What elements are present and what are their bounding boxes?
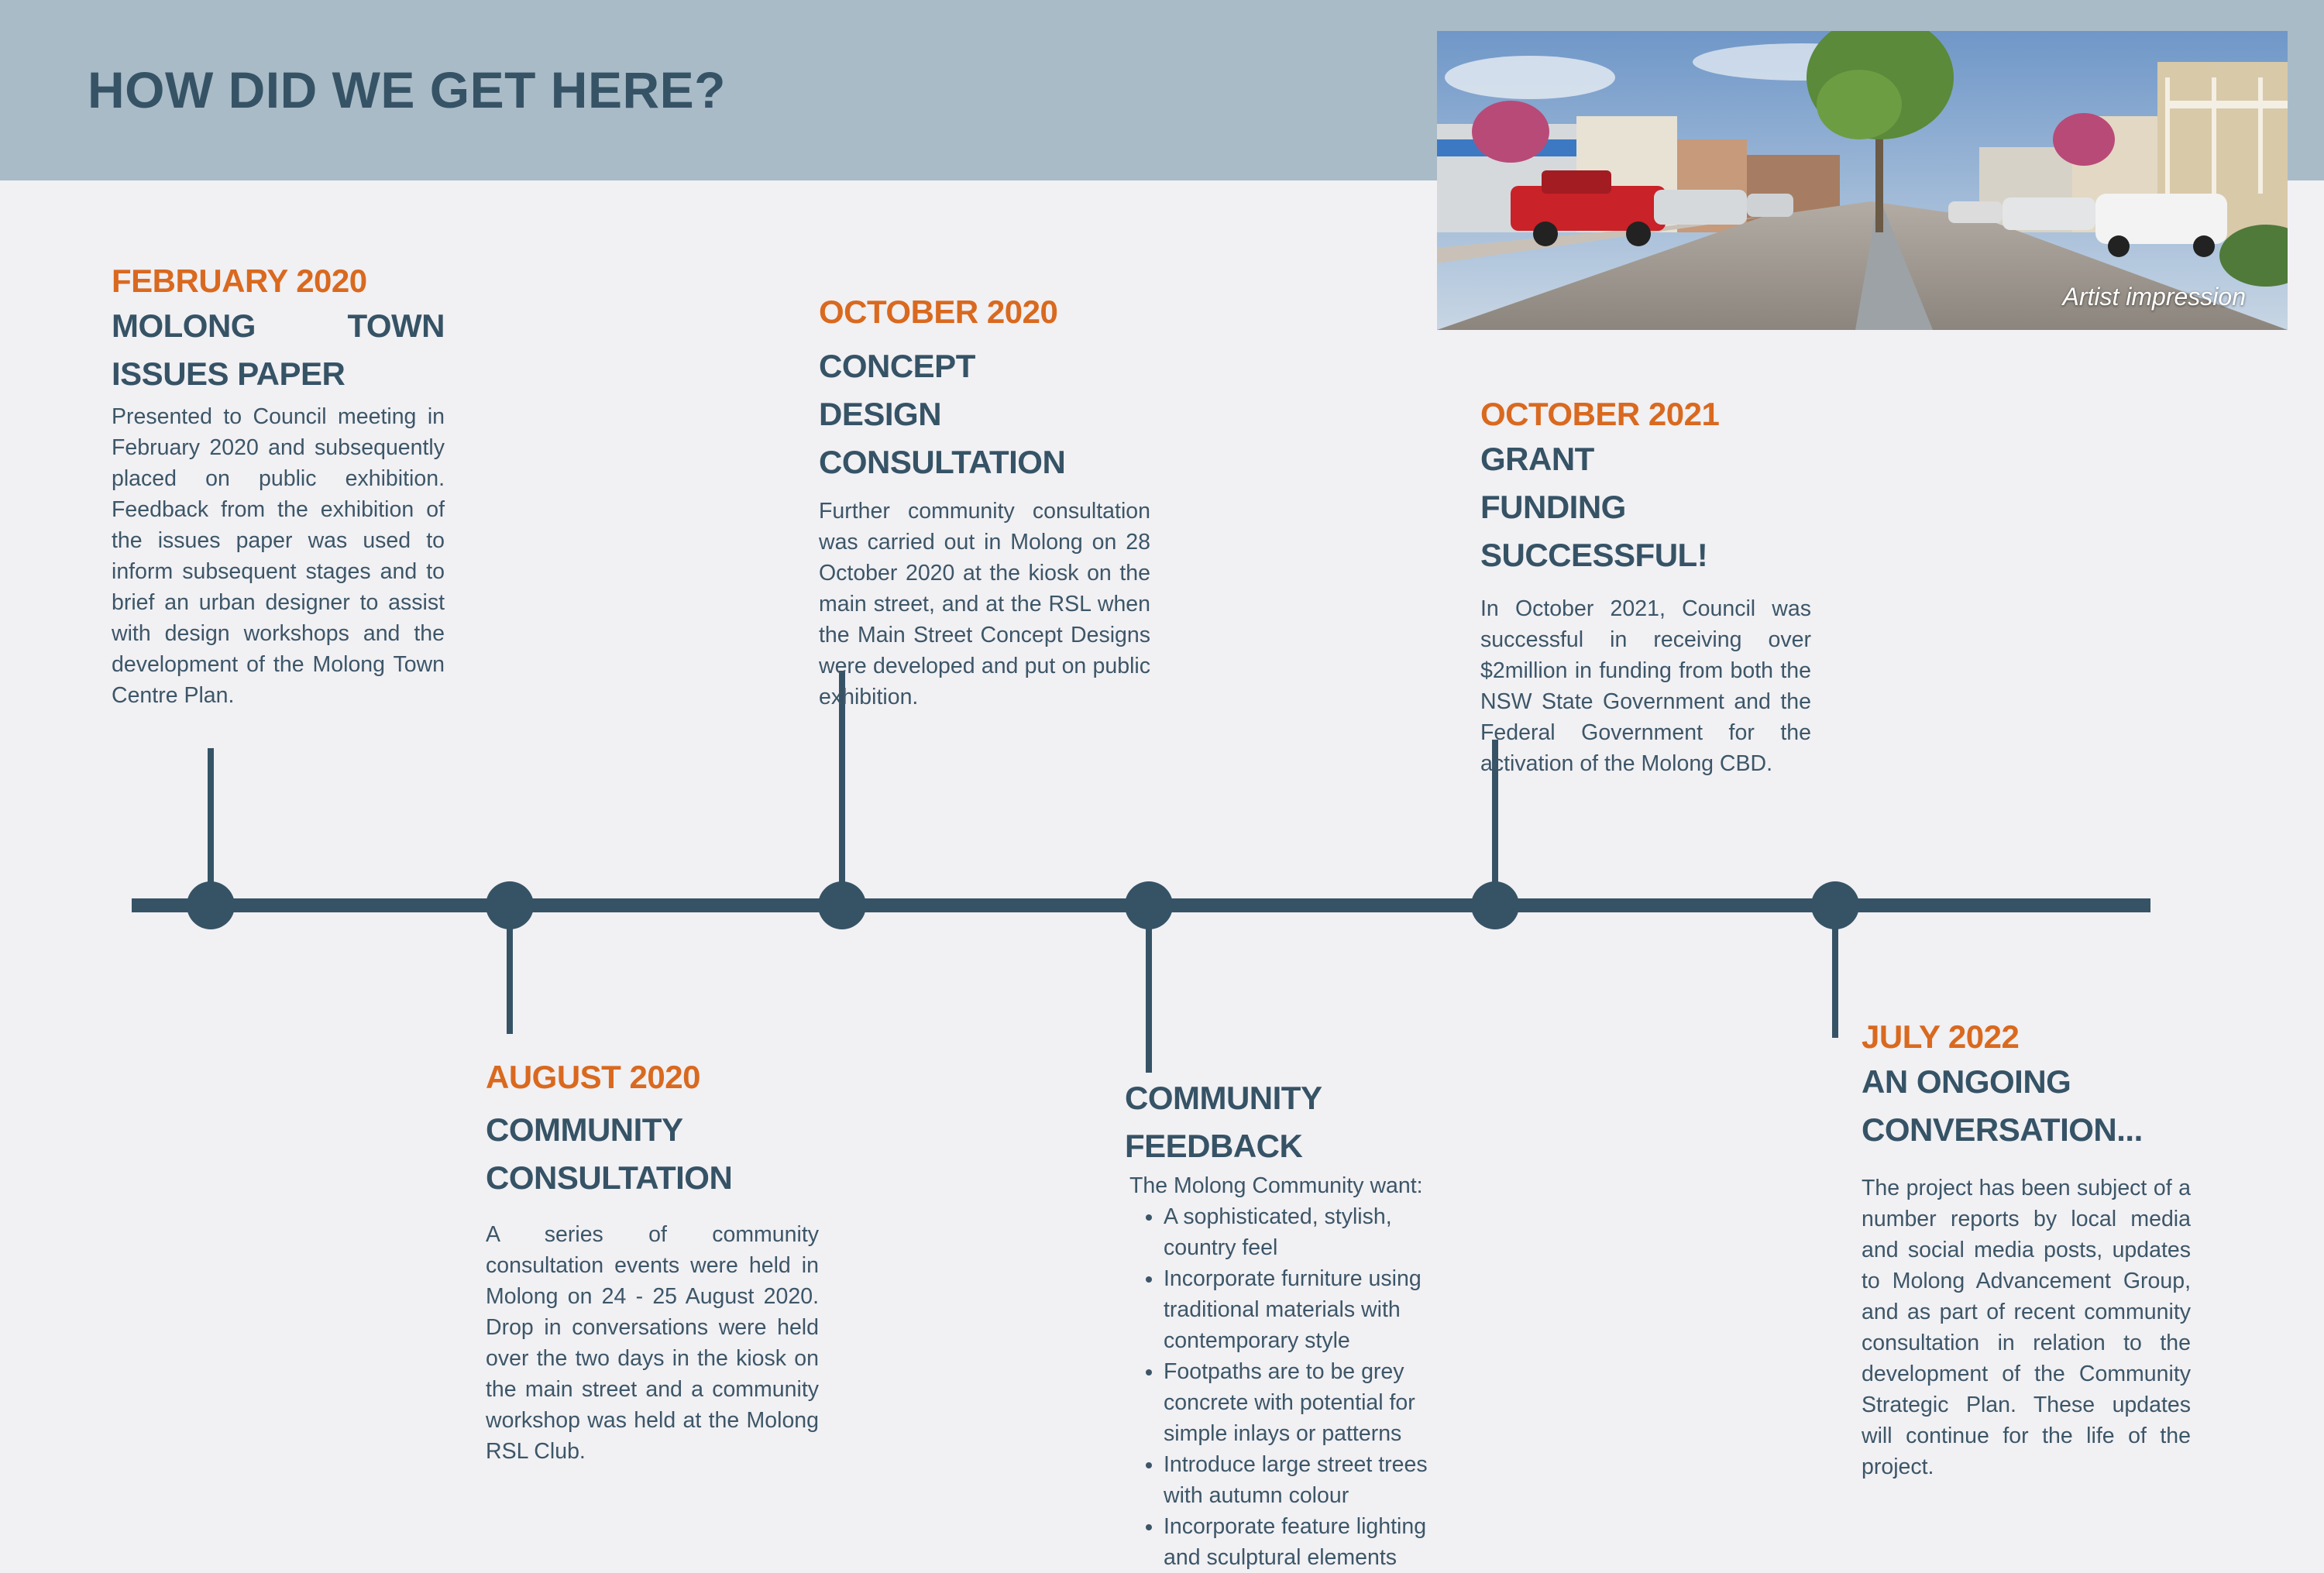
- event-date: FEBRUARY 2020: [112, 262, 445, 301]
- event-date: OCTOBER 2021: [1480, 395, 1811, 434]
- page-title: HOW DID WE GET HERE?: [88, 60, 726, 119]
- event-jul-2022: JULY 2022 AN ONGOING CONVERSATION... The…: [1862, 1018, 2191, 1482]
- event-oct-2020: OCTOBER 2020 CONCEPT DESIGN CONSULTATION…: [819, 293, 1150, 713]
- timeline-node-jul-2022: [1811, 881, 1859, 929]
- timeline-node-aug-2020: [486, 881, 534, 929]
- event-body: In October 2021, Council was successful …: [1480, 593, 1811, 779]
- event-title: CONCEPT DESIGN CONSULTATION: [819, 342, 1098, 486]
- event-date: AUGUST 2020: [486, 1058, 819, 1097]
- event-title: COMMUNITY CONSULTATION: [486, 1106, 741, 1202]
- feedback-item: Incorporate furniture using traditional …: [1164, 1263, 1466, 1356]
- feedback-list: A sophisticated, stylish, country feel I…: [1125, 1201, 1466, 1573]
- event-title: MOLONG TOWN ISSUES PAPER: [112, 302, 445, 398]
- event-community-feedback: COMMUNITY FEEDBACK The Molong Community …: [1125, 1074, 1466, 1573]
- event-date: JULY 2022: [1862, 1018, 2191, 1056]
- event-feb-2020: FEBRUARY 2020 MOLONG TOWN ISSUES PAPER P…: [112, 262, 445, 711]
- stem-community-feedback: [1146, 910, 1152, 1073]
- timeline-node-feb-2020: [187, 881, 235, 929]
- stem-feb-2020: [208, 748, 214, 903]
- event-body: The project has been subject of a number…: [1862, 1173, 2191, 1482]
- event-title: AN ONGOING CONVERSATION...: [1862, 1058, 2140, 1154]
- feedback-item: Footpaths are to be grey concrete with p…: [1164, 1356, 1466, 1449]
- feedback-item: A sophisticated, stylish, country feel: [1164, 1201, 1466, 1263]
- event-title: GRANT FUNDING SUCCESSFUL!: [1480, 435, 1744, 579]
- event-body: Further community consultation was carri…: [819, 496, 1150, 713]
- event-body: Presented to Council meeting in February…: [112, 401, 445, 711]
- timeline-node-oct-2021: [1471, 881, 1519, 929]
- event-date: OCTOBER 2020: [819, 293, 1150, 331]
- event-title: COMMUNITY FEEDBACK: [1125, 1074, 1466, 1170]
- event-oct-2021: OCTOBER 2021 GRANT FUNDING SUCCESSFUL! I…: [1480, 395, 1811, 779]
- event-aug-2020: AUGUST 2020 COMMUNITY CONSULTATION A ser…: [486, 1058, 819, 1467]
- photo-caption: Artist impression: [2063, 283, 2247, 311]
- feedback-item: Introduce large street trees with autumn…: [1164, 1449, 1466, 1511]
- street-photo: Artist impression: [1437, 31, 2288, 330]
- feedback-item: Incorporate feature lighting and sculptu…: [1164, 1511, 1466, 1573]
- timeline-node-community-feedback: [1125, 881, 1173, 929]
- feedback-intro: The Molong Community want:: [1125, 1170, 1466, 1201]
- timeline-node-oct-2020: [818, 881, 866, 929]
- event-body: A series of community consultation event…: [486, 1219, 819, 1467]
